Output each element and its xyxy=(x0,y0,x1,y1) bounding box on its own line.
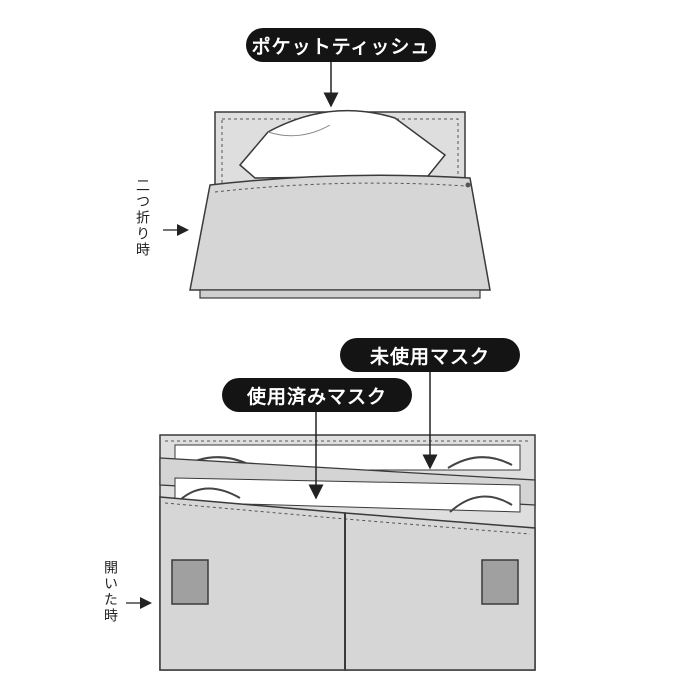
open-case xyxy=(126,370,536,671)
left-tab xyxy=(171,559,209,605)
folded-label: 二つ折り時 xyxy=(134,178,150,258)
folded-case xyxy=(163,58,491,299)
folded-case-front-panel xyxy=(189,174,491,291)
used-mask-callout: 使用済みマスク xyxy=(222,378,412,412)
right-tab xyxy=(481,559,519,605)
unused-mask-callout: 未使用マスク xyxy=(340,338,520,372)
pocket-tissue xyxy=(238,109,447,179)
tissue-callout: ポケットティッシュ xyxy=(246,28,436,62)
folded-case-base xyxy=(199,289,481,299)
open-label: 開いた時 xyxy=(102,560,118,624)
